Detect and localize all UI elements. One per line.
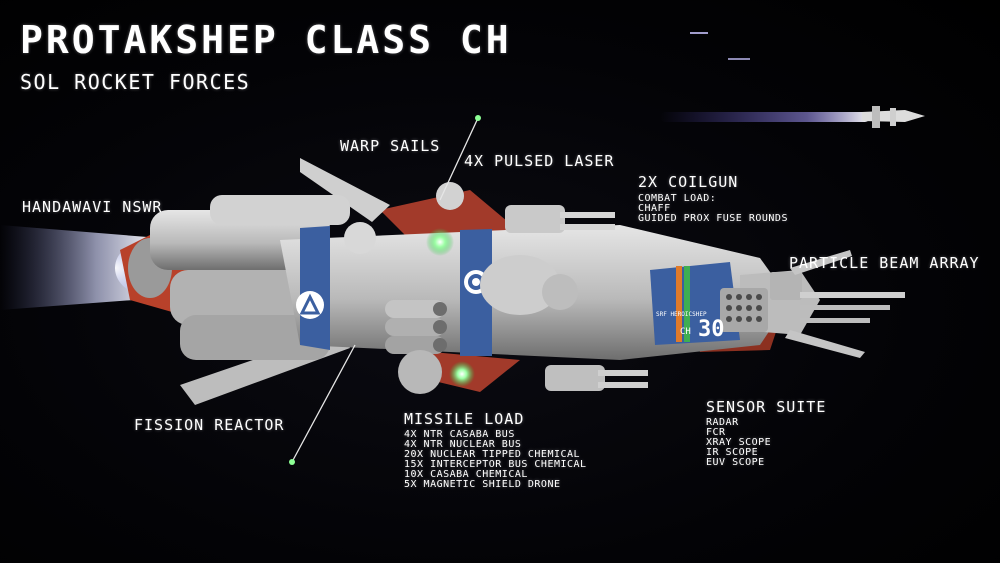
hull-stripe (300, 226, 330, 350)
missile-detail-line: 15X INTERCEPTOR BUS CHEMICAL (404, 459, 587, 470)
sensor-details: RADAR FCR XRAY SCOPE IR SCOPE EUV SCOPE (706, 418, 826, 468)
sensor-dome (344, 222, 376, 254)
label-particle-beam: PARTICLE BEAM ARRAY (789, 254, 980, 272)
coilgun-detail-line: GUIDED PROX FUSE ROUNDS (638, 213, 788, 224)
star-streak (690, 32, 708, 34)
label-sensor-suite: SENSOR SUITE (706, 398, 827, 416)
sensor-callout: SENSOR SUITE RADAR FCR XRAY SCOPE IR SCO… (706, 398, 826, 468)
missile-detail-line: 5X MAGNETIC SHIELD DRONE (404, 479, 561, 490)
label-warp-sails: WARP SAILS (340, 137, 441, 155)
sensor-detail-line: FCR (706, 427, 726, 438)
sensor-detail-line: XRAY SCOPE (706, 437, 772, 448)
engine-plume (0, 225, 160, 310)
missile-detail-line: 20X NUCLEAR TIPPED CHEMICAL (404, 449, 581, 460)
missile-tube-cluster (385, 300, 447, 354)
triangle-insignia-icon (296, 291, 324, 319)
star-streak (728, 58, 750, 60)
hull-stripe-green (684, 266, 690, 342)
hull-number-text: 30 (698, 317, 725, 342)
label-coilgun: 2X COILGUN (638, 173, 739, 191)
sensor-detail-line: RADAR (706, 417, 739, 428)
leader-fission-reactor (291, 344, 356, 463)
hull-stripe (650, 262, 740, 345)
ventral-dome (398, 350, 442, 394)
leader-endpoint (289, 459, 295, 465)
missile-detail-line: 4X NTR CASABA BUS (404, 429, 515, 440)
coilgun-detail-line: COMBAT LOAD: (638, 193, 717, 204)
sensor-detail-line: IR SCOPE (706, 447, 759, 458)
leader-endpoint (475, 115, 481, 121)
missile-details: 4X NTR CASABA BUS 4X NTR NUCLEAR BUS 20X… (404, 430, 587, 490)
pulsed-laser-emitter (449, 361, 475, 387)
page-subtitle: SOL ROCKET FORCES (20, 70, 251, 94)
lower-turret (545, 365, 648, 391)
sensor-grid (720, 288, 768, 332)
sensor-dome (436, 182, 464, 210)
escort-fin (890, 108, 896, 126)
label-drive: HANDAWAVI NSWR (22, 198, 163, 216)
pulsed-laser-emitter (426, 228, 454, 256)
missile-detail-line: 4X NTR NUCLEAR BUS (404, 439, 522, 450)
escort-trail (660, 112, 870, 122)
coilgun-details: COMBAT LOAD: CHAFF GUIDED PROX FUSE ROUN… (638, 194, 788, 224)
label-fission-reactor: FISSION REACTOR (134, 416, 285, 434)
hull-name-text: SRF HEROICSHEP (656, 311, 707, 318)
forward-dome (480, 255, 560, 315)
hull-stripe-orange (676, 266, 682, 342)
main-ship (120, 158, 905, 405)
sensor-grid-holes (726, 294, 762, 322)
hull-class-text: CH (680, 327, 691, 337)
label-pulsed-laser: 4X PULSED LASER (464, 152, 615, 170)
reactor-housing (180, 315, 330, 360)
escort-ship (660, 106, 925, 128)
coilgun-turret (505, 205, 615, 233)
coilgun-callout: 2X COILGUN COMBAT LOAD: CHAFF GUIDED PRO… (638, 173, 788, 224)
label-missile-load: MISSILE LOAD (404, 410, 525, 428)
callout-leaders (291, 117, 479, 463)
escort-fin (872, 106, 880, 128)
red-dorsal-panel (380, 190, 520, 240)
forward-dome (542, 274, 578, 310)
missile-callout: MISSILE LOAD 4X NTR CASABA BUS 4X NTR NU… (404, 410, 587, 490)
leader-warp-sails (439, 117, 479, 201)
aft-tank-top (210, 195, 350, 225)
coilgun-detail-line: CHAFF (638, 203, 671, 214)
missile-detail-line: 10X CASABA CHEMICAL (404, 469, 528, 480)
warp-sail-upper (300, 158, 390, 222)
page-title: PROTAKSHEP CLASS CH (20, 18, 512, 62)
sensor-detail-line: EUV SCOPE (706, 457, 765, 468)
